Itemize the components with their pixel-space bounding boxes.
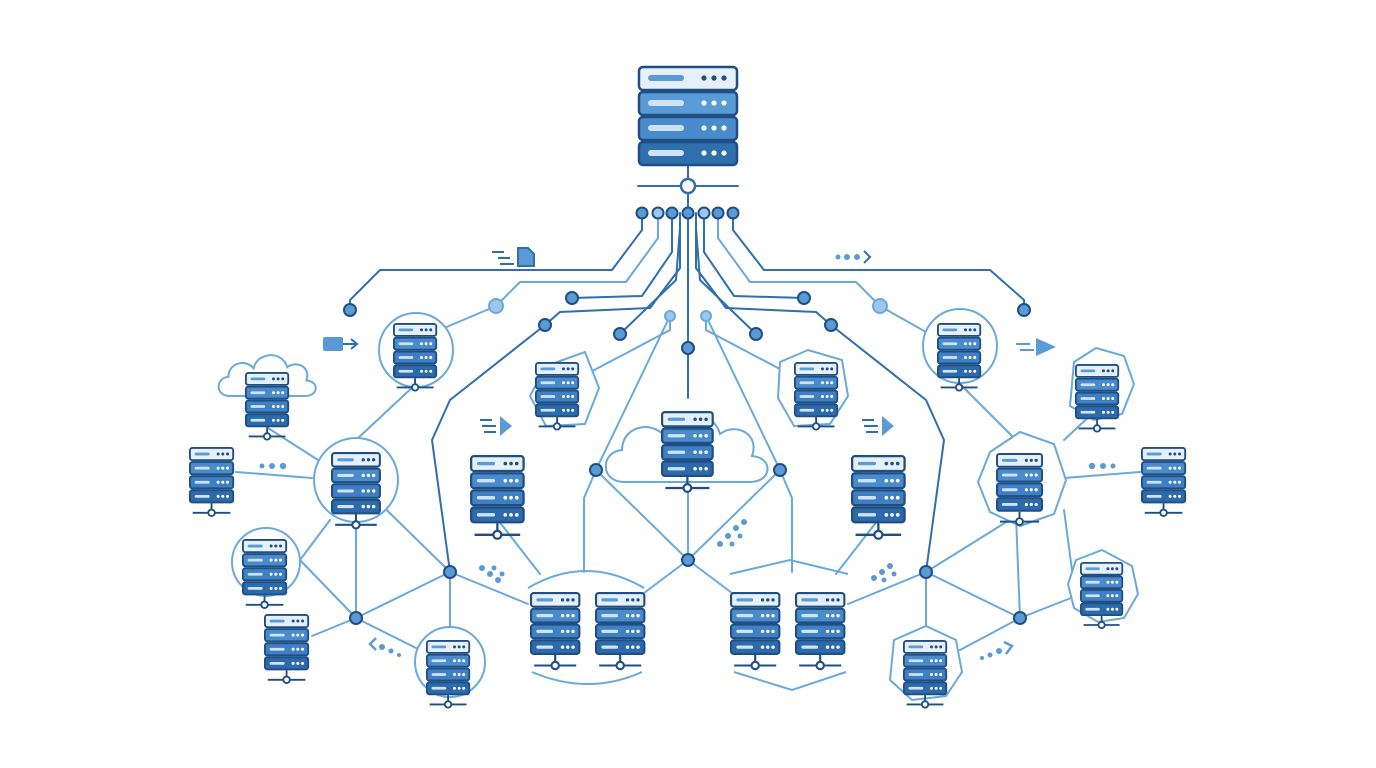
server-icon[interactable] bbox=[264, 614, 310, 685]
arrow-left-icon bbox=[368, 637, 401, 657]
server-icon[interactable] bbox=[470, 455, 525, 540]
server-icon[interactable] bbox=[594, 591, 646, 671]
server-icon[interactable] bbox=[426, 639, 471, 709]
server-icon[interactable] bbox=[729, 591, 781, 671]
dots-arrow-icon bbox=[835, 250, 872, 264]
server-icon[interactable] bbox=[242, 539, 288, 610]
connection-lines bbox=[235, 165, 1141, 651]
arrow-right-icon bbox=[1016, 338, 1056, 356]
arrow-right-icon bbox=[980, 640, 1014, 660]
arrow-right-icon bbox=[480, 416, 512, 436]
server-icon[interactable] bbox=[1140, 447, 1187, 518]
server-icon[interactable] bbox=[851, 455, 906, 540]
server-icon[interactable] bbox=[244, 372, 290, 441]
port-row bbox=[635, 206, 740, 220]
arrow-right-icon bbox=[862, 416, 894, 436]
main-server-rack-icon[interactable] bbox=[637, 65, 739, 167]
data-packet-icon bbox=[323, 337, 359, 351]
server-icon[interactable] bbox=[189, 447, 235, 518]
file-transfer-icon bbox=[492, 247, 535, 267]
server-icon[interactable] bbox=[794, 591, 846, 671]
server-icon[interactable] bbox=[529, 591, 581, 671]
main-junction-node bbox=[679, 177, 697, 195]
junction-nodes bbox=[343, 291, 1031, 625]
dots-icon bbox=[259, 462, 1116, 583]
